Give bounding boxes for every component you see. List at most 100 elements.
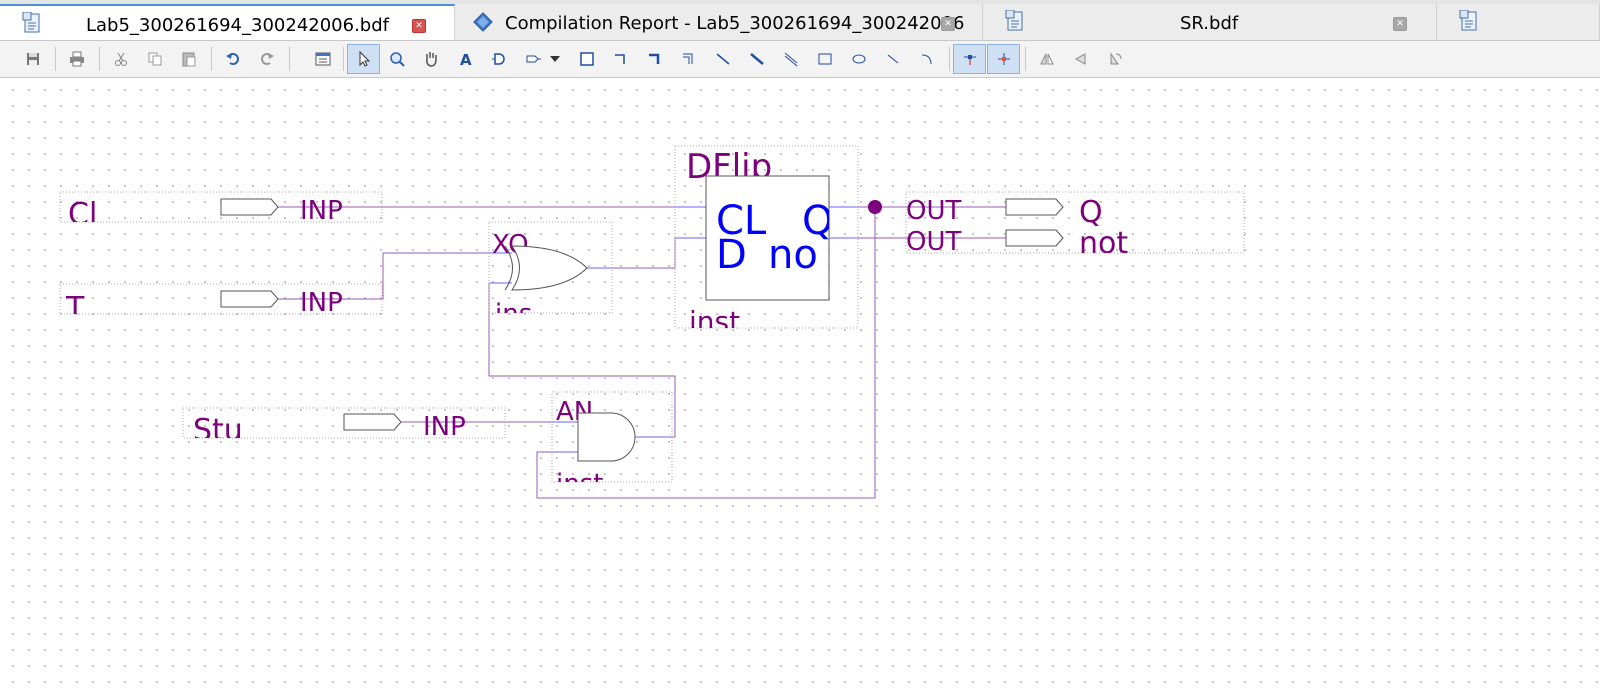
d-flipflop-bbox [674,145,859,329]
arc-tool-icon[interactable] [911,44,943,74]
tab-additional-file[interactable] [1437,4,1600,40]
symbol-tool-icon[interactable] [483,44,515,74]
and-gate-instance-label: inst [556,469,603,499]
d-flipflop-instance-label: inst [689,305,740,338]
wire-q-feedback-loop[interactable] [536,207,876,499]
d-flipflop-symbol-box [705,175,830,301]
and-gate-bbox [551,391,673,483]
tab-label: SR.bdf [1180,13,1239,34]
copy-icon[interactable] [139,44,171,74]
flip-vertical-icon[interactable] [1065,44,1097,74]
conduit-tool-icon[interactable] [775,44,807,74]
oval-tool-icon[interactable] [843,44,875,74]
d-flipflop[interactable]: DFlip inst CL D Q no [674,145,859,338]
input-pin-name: Cl [68,197,97,232]
hand-tool-icon[interactable] [415,44,447,74]
orthogonal-node-tool-icon[interactable] [605,44,637,74]
d-flipflop-d-port: D [716,232,747,278]
output-pin-name: not [1079,226,1128,261]
block-diagram-canvas[interactable]: Cl INP VC T INP VC Stu INP VC [0,78,1600,692]
close-tab-icon[interactable]: ✕ [412,19,426,33]
rectangle-tool-icon[interactable] [809,44,841,74]
paste-icon[interactable] [173,44,205,74]
toolbar-separator [289,47,290,71]
cut-icon[interactable] [105,44,137,74]
flip-horizontal-icon[interactable] [1031,44,1063,74]
output-pin-type: OUT [906,227,961,257]
block-diagram-file-icon [22,12,40,33]
print-icon[interactable] [61,44,93,74]
selection-tool-icon[interactable] [347,44,380,74]
redo-icon[interactable] [251,44,283,74]
wires [278,206,1006,499]
orthogonal-conduit-tool-icon[interactable] [673,44,705,74]
output-pins[interactable]: OUT Q OUT not [905,191,1245,261]
wire-t-to-xor[interactable] [278,252,512,300]
input-pin-symbol-icon [220,198,279,216]
toolbar-separator [55,47,56,71]
and-gate-symbol-icon [577,412,636,462]
input-pin-vcc-label: VC [303,315,336,343]
orthogonal-bus-tool-icon[interactable] [639,44,671,74]
toolbar-separator [343,47,344,71]
input-pin-name: Stu [193,413,243,448]
toolbar-separator [949,47,950,71]
xor-gate-symbol-icon [511,245,588,291]
close-tab-icon[interactable]: ✕ [941,17,955,31]
input-pin-name: T [65,291,85,326]
input-pin-vcc-label: VC [426,439,459,467]
xor-gate-instance-label: ins [495,299,532,329]
output-pin-symbol-icon [1005,229,1064,247]
input-pin-vcc-label: VC [303,223,336,251]
toolbar-separator [211,47,212,71]
pin-tool-icon[interactable] [517,44,549,74]
input-pin-symbol-icon [343,413,402,431]
output-pin-type: OUT [906,196,961,226]
port-stubs [489,206,858,453]
xor-gate-input-arc [504,245,513,291]
node-finder-icon[interactable] [307,44,339,74]
partial-line-selection-icon[interactable] [987,44,1020,74]
output-pins-bbox [905,191,1245,254]
line-tool-icon[interactable] [877,44,909,74]
text-tool-icon[interactable]: A [449,44,481,74]
close-tab-icon[interactable]: ✕ [1393,17,1407,31]
output-pin-name: Q [1079,195,1103,230]
and-gate[interactable]: AN inst [551,391,673,499]
input-pin-bbox [182,407,506,439]
input-pin-symbol-icon [220,290,279,308]
input-pin-start[interactable]: Stu INP VC [182,407,506,467]
block-editor-toolbar: A [0,41,1600,78]
node-tool-icon[interactable] [707,44,739,74]
zoom-tool-icon[interactable] [381,44,413,74]
svg-text:A: A [460,51,472,68]
input-pin-clk[interactable]: Cl INP VC [59,191,383,251]
wire-junction-dot [868,200,882,214]
input-pin-bbox [59,283,383,315]
output-pin-symbol-icon [1005,198,1064,216]
d-flipflop-q-port: Q [802,198,833,244]
dropdown-arrow-icon[interactable] [545,44,565,74]
d-flipflop-notq-port: no [768,232,818,278]
schematic-drawing: Cl INP VC T INP VC Stu INP VC [59,145,1245,499]
block-diagram-file-icon [1459,10,1477,31]
input-pin-t[interactable]: T INP VC [59,283,383,343]
tab-lab5-bdf[interactable]: Lab5_300261694_300242006.bdf ✕ [0,4,455,40]
rubberbanding-icon[interactable] [953,44,986,74]
wire-xor-out-to-d[interactable] [587,237,706,269]
xor-gate[interactable]: XO ins [488,221,613,329]
compilation-report-icon [473,12,493,32]
tab-sr-bdf[interactable]: SR.bdf ✕ [983,4,1437,40]
document-tab-bar: Lab5_300261694_300242006.bdf ✕ Compilati… [0,0,1600,41]
undo-icon[interactable] [217,44,249,74]
block-diagram-file-icon [1005,10,1023,31]
block-tool-icon[interactable] [571,44,603,74]
tab-label: Lab5_300261694_300242006.bdf [86,15,389,36]
save-icon[interactable] [17,44,49,74]
tab-compilation-report[interactable]: Compilation Report - Lab5_300261694_3002… [455,4,983,40]
tab-label: Compilation Report - Lab5_300261694_3002… [505,13,965,34]
bus-tool-icon[interactable] [741,44,773,74]
tab-bar-top-strip [0,0,1600,4]
input-pin-bbox [59,191,383,223]
rotate-icon[interactable] [1099,44,1131,74]
